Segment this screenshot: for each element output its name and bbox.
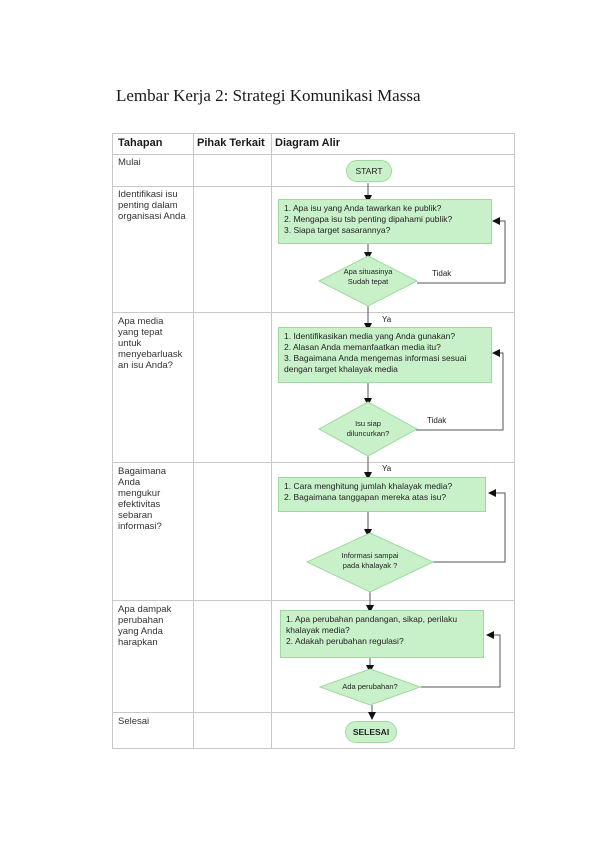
decision-2-yes-label: Ya: [382, 464, 392, 473]
decision-diamond-4: [318, 668, 422, 706]
stage-start: Mulai: [118, 157, 141, 168]
stage-end: Selesai: [118, 716, 150, 727]
decision-diamond-3: [305, 532, 435, 593]
decision-diamond-2: [317, 401, 419, 457]
header-related-party: Pihak Terkait: [197, 137, 265, 149]
decision-4-label: Ada perubahan?: [342, 682, 398, 691]
decision-2-no-label: Tidak: [427, 416, 447, 425]
start-node: START: [346, 160, 392, 182]
flow-box-impact: 1. Apa perubahan pandangan, sikap, peril…: [280, 610, 484, 658]
decision-1-no-label: Tidak: [432, 269, 452, 278]
flow-box-media: 1. Identifikasikan media yang Anda gunak…: [278, 327, 492, 383]
end-node: SELESAI: [345, 721, 397, 743]
flow-box-identify: 1. Apa isu yang Anda tawarkan ke publik?…: [278, 199, 492, 244]
decision-1-yes-label: Ya: [382, 315, 392, 324]
flow-box-measure: 1. Cara menghitung jumlah khalayak media…: [278, 477, 486, 512]
decision-diamond-1: [317, 255, 419, 307]
header-flow-diagram: Diagram Alir: [275, 137, 341, 149]
header-stage: Tahapan: [118, 137, 163, 149]
page-title: Lembar Kerja 2: Strategi Komunikasi Mass…: [116, 86, 421, 105]
